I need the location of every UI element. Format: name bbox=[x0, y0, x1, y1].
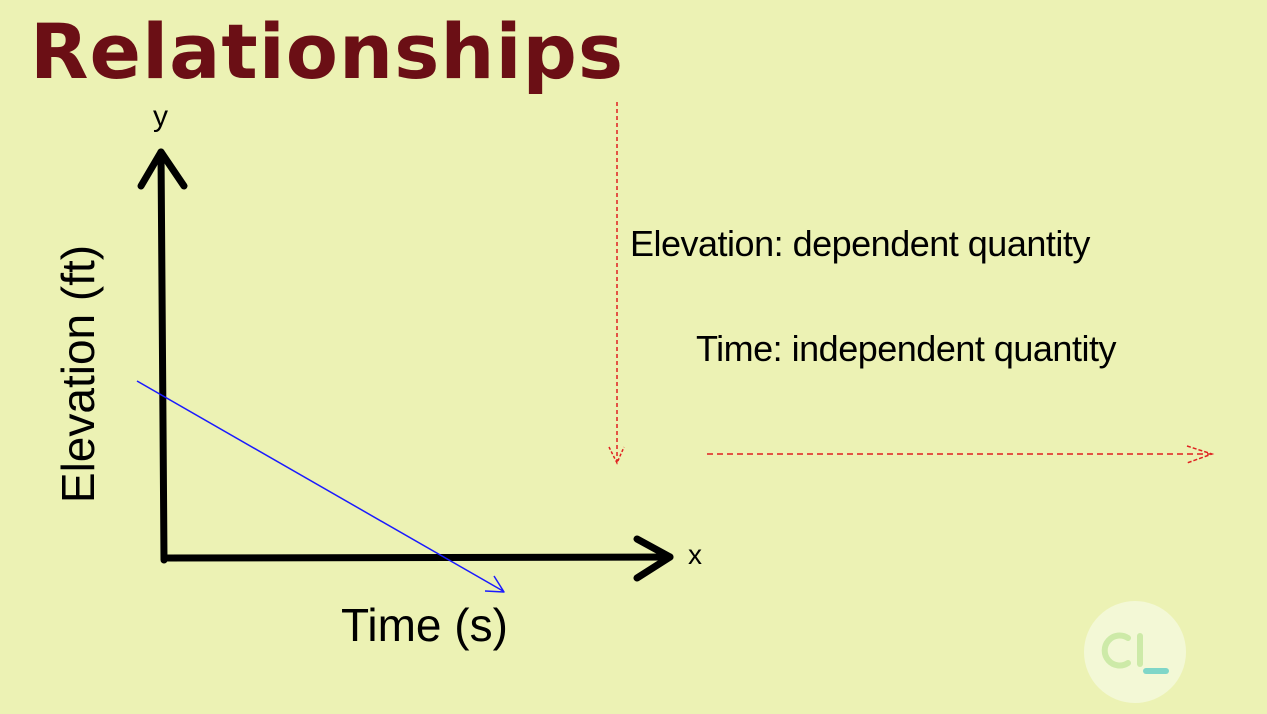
trend-line bbox=[136, 380, 504, 592]
x-axis-arrowhead bbox=[633, 535, 674, 582]
dependent-arrowhead bbox=[608, 446, 625, 465]
cl-logo-glyph bbox=[1101, 632, 1169, 674]
y-axis-arrowhead bbox=[137, 148, 188, 190]
page-title: Relationships bbox=[30, 7, 625, 96]
y-axis-letter: y bbox=[153, 100, 168, 133]
cl-logo-icon bbox=[1084, 601, 1186, 703]
independent-arrowhead bbox=[1186, 445, 1215, 464]
x-axis-label: Time (s) bbox=[341, 599, 508, 651]
x-axis-letter: x bbox=[688, 539, 702, 570]
y-axis bbox=[157, 148, 168, 564]
trend-line-arrowhead bbox=[484, 575, 505, 593]
x-axis bbox=[160, 553, 674, 562]
dependent-quantity-note: Elevation: dependent quantity bbox=[630, 223, 1090, 264]
y-axis-label: Elevation (ft) bbox=[52, 244, 104, 504]
independent-quantity-note: Time: independent quantity bbox=[696, 328, 1116, 369]
